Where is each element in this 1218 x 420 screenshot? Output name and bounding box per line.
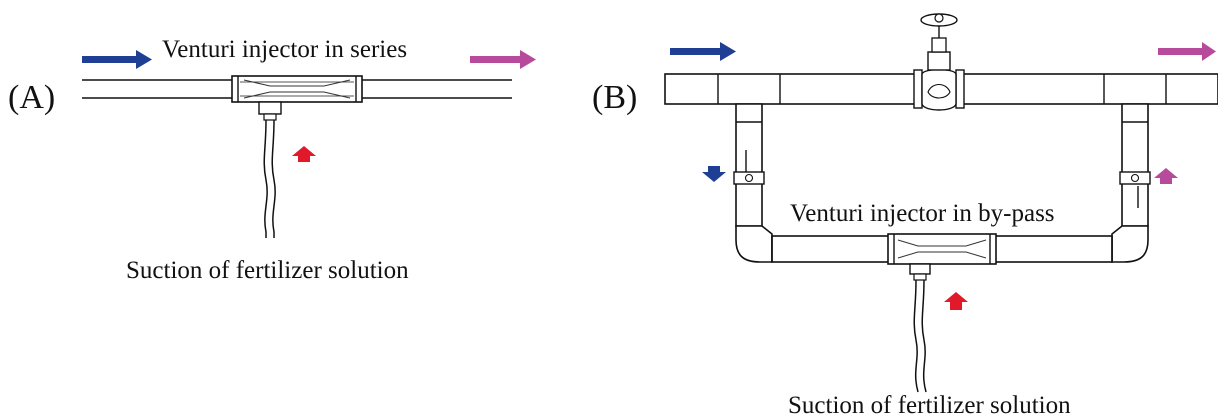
panel-a-label: (A) xyxy=(8,79,55,116)
suction-tube-b xyxy=(913,279,927,393)
suction-arrow-icon xyxy=(944,292,968,310)
bypass-pipe-right xyxy=(1119,103,1151,227)
down-arrow-icon xyxy=(702,166,726,182)
panel-a: (A) Venturi injector in series xyxy=(8,36,536,284)
venturi-injector-series xyxy=(231,75,363,121)
up-arrow-icon xyxy=(1154,168,1178,184)
outflow-arrow-icon xyxy=(470,50,536,69)
panel-b-label: (B) xyxy=(592,79,637,116)
panel-a-caption: Suction of fertilizer solution xyxy=(126,257,409,284)
suction-arrow-icon xyxy=(292,146,316,162)
outflow-arrow-icon xyxy=(1158,42,1216,61)
venturi-injector-bypass xyxy=(887,233,997,281)
panel-b: (B) xyxy=(592,13,1218,419)
suction-tube-a xyxy=(263,119,276,238)
panel-b-title: Venturi injector in by-pass xyxy=(790,200,1055,227)
bypass-pipe-left xyxy=(733,103,765,227)
inflow-arrow-icon xyxy=(670,42,736,61)
panel-a-title: Venturi injector in series xyxy=(162,36,407,63)
inflow-arrow-icon xyxy=(82,50,152,69)
panel-b-caption: Suction of fertilizer solution xyxy=(788,392,1071,419)
gate-valve-icon xyxy=(913,13,965,111)
